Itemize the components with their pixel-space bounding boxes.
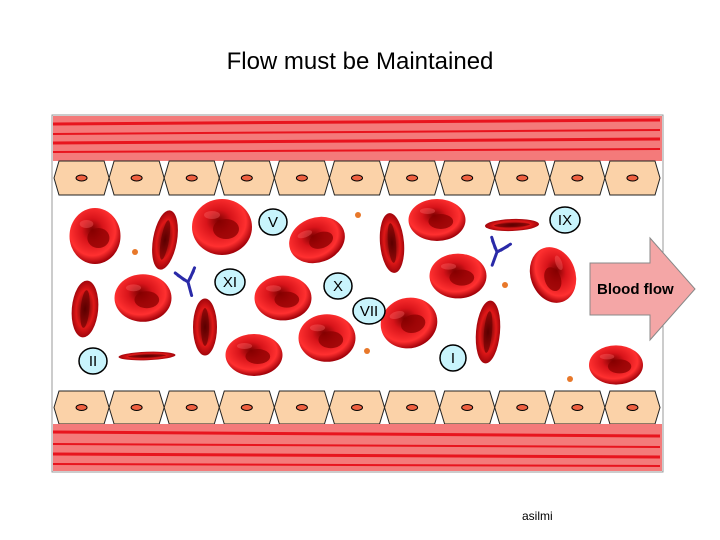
cell-nucleus [516, 404, 529, 411]
red-blood-cell [429, 253, 487, 299]
cell-nucleus [240, 174, 253, 182]
red-blood-cell [589, 345, 643, 385]
factor-bubble: XI [214, 268, 246, 296]
factor-label: VII [360, 303, 378, 320]
top-endothelium [53, 160, 661, 196]
cell-nucleus [185, 404, 198, 411]
platelet-dot [502, 282, 508, 288]
cell-nucleus [130, 174, 143, 182]
factor-bubble: V [258, 208, 288, 236]
top-vessel-wall [52, 116, 662, 161]
cell-nucleus [295, 174, 308, 182]
cell-nucleus [461, 174, 474, 182]
factor-bubble: X [323, 272, 353, 300]
cell-nucleus [406, 404, 419, 411]
cell-nucleus [516, 174, 529, 182]
cell-nucleus [130, 404, 143, 411]
red-blood-cell [408, 199, 466, 241]
bottom-vessel-wall [52, 424, 662, 471]
factor-label: XI [223, 274, 237, 291]
bottom-endothelium [53, 390, 661, 425]
cell-nucleus [406, 174, 419, 182]
red-blood-cell [254, 275, 312, 321]
cell-nucleus [351, 174, 363, 182]
factor-label: X [333, 278, 343, 295]
factor-bubble: II [78, 347, 108, 375]
factor-label: I [451, 350, 455, 367]
page-title: Flow must be Maintained [226, 48, 494, 75]
cell-nucleus [295, 404, 308, 411]
cell-nucleus [240, 404, 253, 411]
red-blood-cell [298, 314, 356, 362]
factor-label: II [89, 353, 97, 370]
platelet-dot [364, 348, 370, 354]
red-blood-cell [192, 199, 252, 255]
platelet-dot [567, 376, 573, 382]
factor-bubble: I [439, 344, 467, 372]
cell-nucleus [75, 404, 88, 411]
flow-label: Blood flow [597, 281, 674, 298]
cell-nucleus [626, 174, 639, 182]
platelet-dot [355, 212, 361, 218]
factor-label: V [268, 214, 278, 231]
cell-nucleus [571, 404, 584, 411]
cell-nucleus [461, 404, 474, 411]
platelet-dot [132, 249, 138, 255]
red-blood-cell [225, 334, 283, 376]
red-blood-cell [69, 208, 121, 264]
factor-label: IX [558, 212, 572, 229]
factor-bubble: IX [549, 206, 581, 234]
clotting-factors: V IX XI X VII II I [78, 206, 581, 375]
red-blood-cell [193, 298, 217, 356]
cell-nucleus [351, 404, 363, 411]
cell-nucleus [75, 174, 88, 182]
cell-nucleus [571, 174, 584, 182]
cell-nucleus [626, 404, 639, 411]
credit-text: asilmi [522, 509, 553, 523]
flow-arrow: Blood flow [589, 236, 696, 342]
platelets [132, 212, 573, 382]
red-blood-cell [114, 274, 172, 322]
cell-nucleus [185, 174, 198, 182]
factor-bubble: VII [352, 297, 386, 325]
